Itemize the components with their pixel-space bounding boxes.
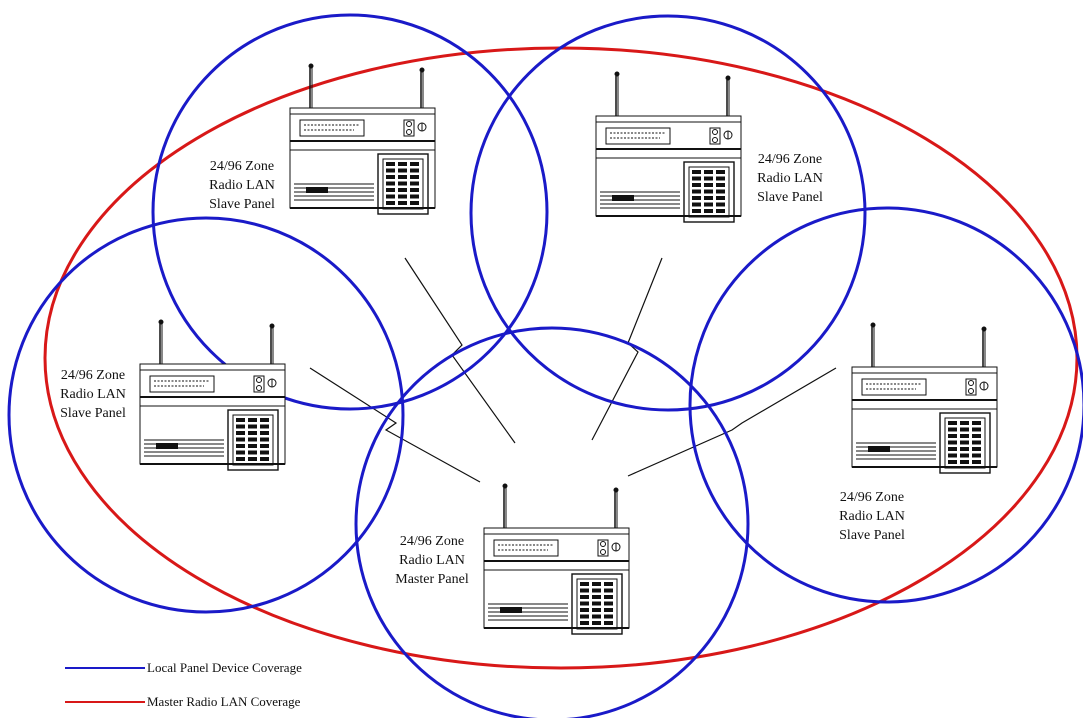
radio-link-left [309, 367, 481, 483]
panel-label-master: 24/96 Zone Radio LAN Master Panel [395, 534, 469, 587]
radio-link-top-left [404, 257, 516, 444]
panel-drawing-slave-left [139, 319, 286, 471]
legend-label-master: Master Radio LAN Coverage [147, 694, 301, 709]
local-coverage-circle-top-right [469, 14, 867, 412]
legend-swatch-local [65, 667, 145, 669]
panel-drawing-master [483, 483, 630, 635]
panel-label-slave-left: 24/96 Zone Radio LAN Slave Panel [60, 368, 126, 421]
legend-master-coverage: Master Radio LAN Coverage [65, 694, 300, 710]
panel-label-slave-right: 24/96 Zone Radio LAN Slave Panel [839, 490, 905, 543]
local-coverage-circle-right [688, 206, 1083, 604]
legend-label-local: Local Panel Device Coverage [147, 660, 302, 675]
panel-label-slave-top-left: 24/96 Zone Radio LAN Slave Panel [209, 159, 275, 212]
local-coverage-circle-top-left [151, 13, 549, 411]
legend-local-coverage: Local Panel Device Coverage [65, 660, 302, 676]
local-coverage-circle-left [7, 216, 405, 614]
radio-links [309, 257, 837, 483]
radio-link-top-right [591, 257, 663, 441]
radio-link-right [627, 367, 837, 477]
panel-drawing-slave-right [851, 322, 998, 474]
panel-label-slave-top-right: 24/96 Zone Radio LAN Slave Panel [757, 152, 823, 205]
local-coverage-circle-master [354, 326, 750, 718]
legend-swatch-master [65, 701, 145, 703]
panel-drawing-slave-top-left [289, 63, 436, 215]
coverage-areas [7, 13, 1083, 718]
panels-layer [139, 63, 998, 635]
panel-drawing-slave-top-right [595, 71, 742, 223]
